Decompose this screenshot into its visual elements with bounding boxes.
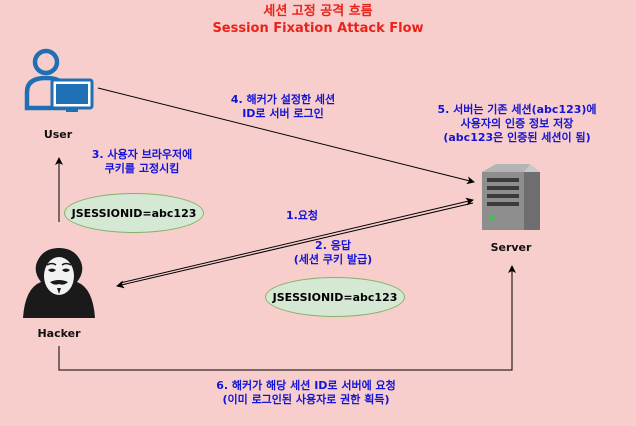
step2-label: 2. 응답 (세션 쿠키 발급) xyxy=(278,239,388,267)
step2-line1: 2. 응답 xyxy=(315,239,351,252)
step2-line2: (세션 쿠키 발급) xyxy=(293,253,373,266)
cookie-user: JSESSIONID=abc123 xyxy=(64,193,204,233)
arrow-user-to-server xyxy=(97,87,475,185)
step4-line2: ID로 서버 로그인 xyxy=(242,107,324,120)
user-computer-icon xyxy=(24,48,94,112)
step5-line1: 5. 서버는 기존 세션(abc123)에 xyxy=(437,103,597,116)
server-tower-icon xyxy=(482,164,540,230)
anonymous-mask-icon xyxy=(23,248,95,318)
step3-label: 3. 사용자 브라우저에 쿠키를 고정시킴 xyxy=(72,148,212,176)
arrow-server-to-hacker xyxy=(116,202,474,289)
step5-label: 5. 서버는 기존 세션(abc123)에 사용자의 인증 정보 저장 (abc… xyxy=(404,103,630,145)
step3-line1: 3. 사용자 브라우저에 xyxy=(91,148,193,161)
step5-line2: 사용자의 인증 정보 저장 xyxy=(460,117,574,130)
arrow-hacker-elbow-to-server xyxy=(58,265,516,371)
step5-line3: (abc123은 인증된 세션이 됨) xyxy=(443,131,591,144)
diagram-title-english: Session Fixation Attack Flow xyxy=(212,21,424,36)
user-label: User xyxy=(43,128,73,141)
step1-label: 1.요청 xyxy=(285,209,319,222)
server-label: Server xyxy=(490,241,532,254)
step6-line2: (이미 로그인된 사용자로 권한 획득) xyxy=(222,393,390,406)
diagram-title-korean: 세션 고정 공격 흐름 xyxy=(263,4,373,19)
step3-line2: 쿠키를 고정시킴 xyxy=(104,162,180,175)
step6-line1: 6. 해커가 해당 세션 ID로 서버에 요청 xyxy=(216,379,396,392)
step4-line1: 4. 해커가 설정한 세션 xyxy=(230,93,336,106)
hacker-label: Hacker xyxy=(37,327,81,340)
step6-label: 6. 해커가 해당 세션 ID로 서버에 요청 (이미 로그인된 사용자로 권한… xyxy=(178,379,434,407)
arrow-hacker-to-server xyxy=(119,197,474,284)
cookie-hacker: JSESSIONID=abc123 xyxy=(265,277,405,317)
step4-label: 4. 해커가 설정한 세션 ID로 서버 로그인 xyxy=(206,93,360,121)
